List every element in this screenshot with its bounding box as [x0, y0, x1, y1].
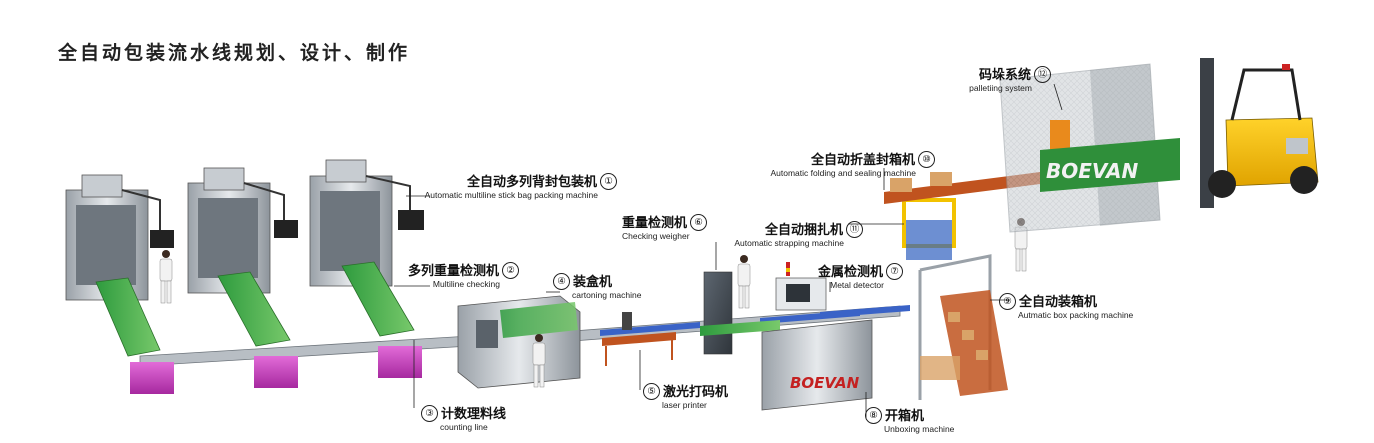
station-1-en: Automatic multiline stick bag packing ma… — [424, 189, 598, 200]
packing-machine-1 — [65, 174, 174, 394]
station-4-cn: 装盒机 — [573, 275, 613, 290]
station-1-cn: 全自动多列背封包装机 — [466, 175, 597, 190]
operator-figure-3 — [737, 255, 751, 309]
station-11-en: Automatic strapping machine — [734, 237, 844, 248]
station-10-en: Automatic folding and sealing machine — [770, 167, 916, 178]
station-3-number: ③ — [421, 405, 438, 422]
station-1-number: ① — [600, 173, 617, 190]
palletizing-cell: BOEVAN — [999, 63, 1180, 233]
station-11-number: ⑪ — [846, 221, 863, 238]
station-6-number: ⑥ — [690, 214, 708, 231]
station-9-cn: 全自动装箱机 — [1019, 295, 1098, 310]
station-10-number: ⑩ — [918, 151, 935, 168]
station-4-number: ④ — [553, 273, 570, 290]
metal-detector — [775, 262, 827, 311]
page-title: 全自动包装流水线规划、设计、制作 — [58, 42, 411, 64]
packing-machine-3 — [309, 159, 424, 378]
station-5-number: ⑤ — [643, 383, 660, 400]
station-2-cn: 多列重量检测机 — [407, 264, 499, 279]
station-5-cn: 激光打码机 — [663, 385, 729, 400]
station-8-cn: 开箱机 — [885, 409, 925, 424]
station-8-en: Unboxing machine — [884, 423, 955, 434]
station-9-number: ⑨ — [999, 293, 1016, 310]
station-8-number: ⑧ — [865, 407, 882, 424]
station-2-number: ② — [502, 262, 519, 279]
station-10-cn: 全自动折盖封箱机 — [810, 153, 915, 168]
station-5-en: laser printer — [662, 399, 707, 410]
station-7-number: ⑦ — [886, 263, 903, 280]
station-2-en: Multiline checking — [432, 278, 500, 289]
palletizing-brand-logo: BOEVAN — [1046, 159, 1139, 183]
station-11-cn: 全自动捆扎机 — [764, 223, 843, 238]
strapping-machine — [902, 198, 956, 260]
station-3-cn: 计数理料线 — [441, 407, 507, 422]
packing-machine-2 — [187, 167, 298, 388]
laser-printer — [602, 312, 676, 366]
station-12-number: ⑫ — [1034, 66, 1051, 83]
station-12-cn: 码垛系统 — [978, 68, 1031, 83]
unboxing-brand-logo: BOEVAN — [790, 374, 860, 392]
station-7-en: Metal detector — [830, 279, 884, 290]
station-4-en: cartoning machine — [572, 289, 642, 300]
folding-sealing-machine — [884, 172, 1040, 204]
operator-figure-2 — [532, 334, 546, 388]
forklift — [1200, 58, 1319, 208]
case-packing-frame — [918, 254, 1008, 400]
checking-weigher — [700, 271, 780, 355]
station-9-en: Autmatic box packing machine — [1018, 309, 1134, 320]
station-6-en: Checking weigher — [622, 230, 690, 241]
unboxing-machine: BOEVAN — [761, 319, 873, 411]
station-12-en: palletiing system — [969, 82, 1032, 93]
cartoning-machine — [457, 295, 581, 389]
station-6-cn: 重量检测机 — [622, 216, 688, 231]
operator-figure — [159, 250, 173, 304]
station-7-cn: 金属检测机 — [817, 265, 883, 280]
station-3-en: counting line — [440, 421, 488, 432]
